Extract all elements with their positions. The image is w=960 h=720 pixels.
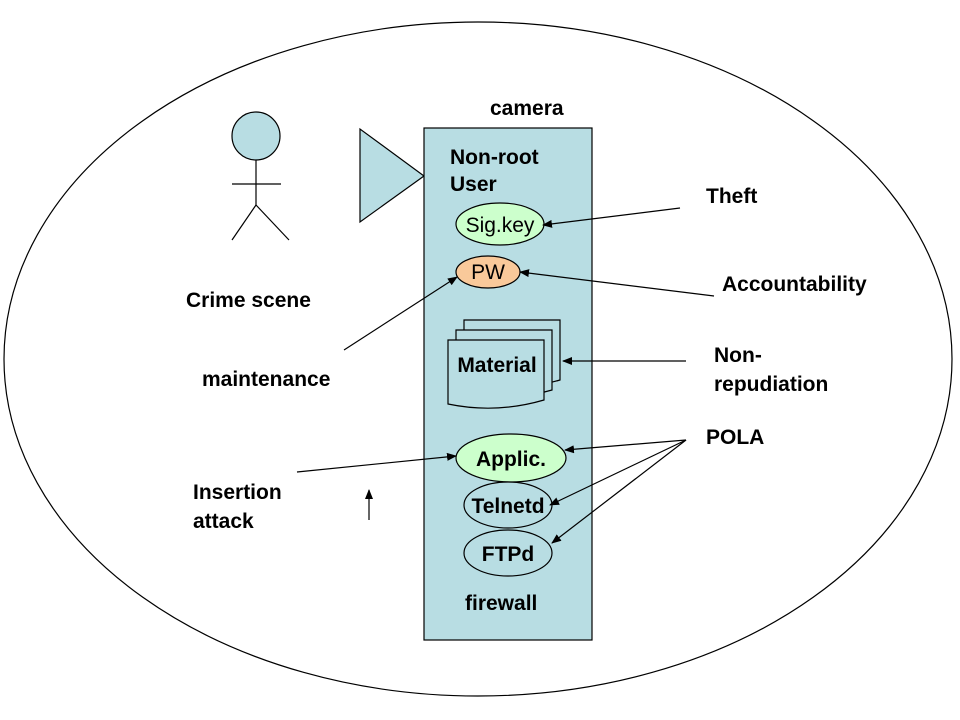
crime-scene-boundary bbox=[3, 21, 953, 697]
non-repudiation-label-line1: Non- bbox=[714, 344, 762, 367]
accountability-label: Accountability bbox=[722, 273, 867, 296]
pw-label: PW bbox=[471, 261, 505, 284]
maintenance-arrow bbox=[343, 276, 458, 351]
pola-applic-arrow bbox=[564, 439, 687, 454]
firewall-label: firewall bbox=[465, 592, 537, 615]
accountability-arrow bbox=[519, 269, 715, 297]
applic-label: Applic. bbox=[476, 448, 546, 471]
insertion-attack-arrow bbox=[296, 452, 457, 473]
pola-label: POLA bbox=[706, 426, 764, 449]
theft-arrow bbox=[542, 207, 681, 228]
theft-label: Theft bbox=[706, 185, 757, 208]
maintenance-label: maintenance bbox=[202, 368, 330, 391]
ftpd-label: FTPd bbox=[482, 543, 535, 566]
non-repudiation-label-line2: repudiation bbox=[714, 373, 828, 396]
insertion-attack-label-line1: Insertion bbox=[193, 481, 282, 504]
insertion-attack-label-line2: attack bbox=[193, 510, 254, 533]
person-icon bbox=[231, 111, 290, 241]
pola-ftpd-arrow bbox=[551, 439, 687, 544]
ftpd-node bbox=[463, 529, 553, 577]
camera-label: camera bbox=[490, 97, 564, 120]
telnetd-label: Telnetd bbox=[471, 495, 544, 518]
crime-scene-label: Crime scene bbox=[186, 289, 311, 312]
sig-key-label: Sig.key bbox=[466, 214, 535, 237]
camera-lens-triangle-icon bbox=[359, 127, 426, 224]
non-root-user-label-line1: Non-root bbox=[450, 146, 539, 169]
material-label: Material bbox=[457, 354, 536, 377]
document-stack-icon bbox=[447, 319, 561, 409]
non-root-user-label-line2: User bbox=[450, 173, 497, 196]
pola-telnetd-arrow bbox=[549, 439, 687, 506]
